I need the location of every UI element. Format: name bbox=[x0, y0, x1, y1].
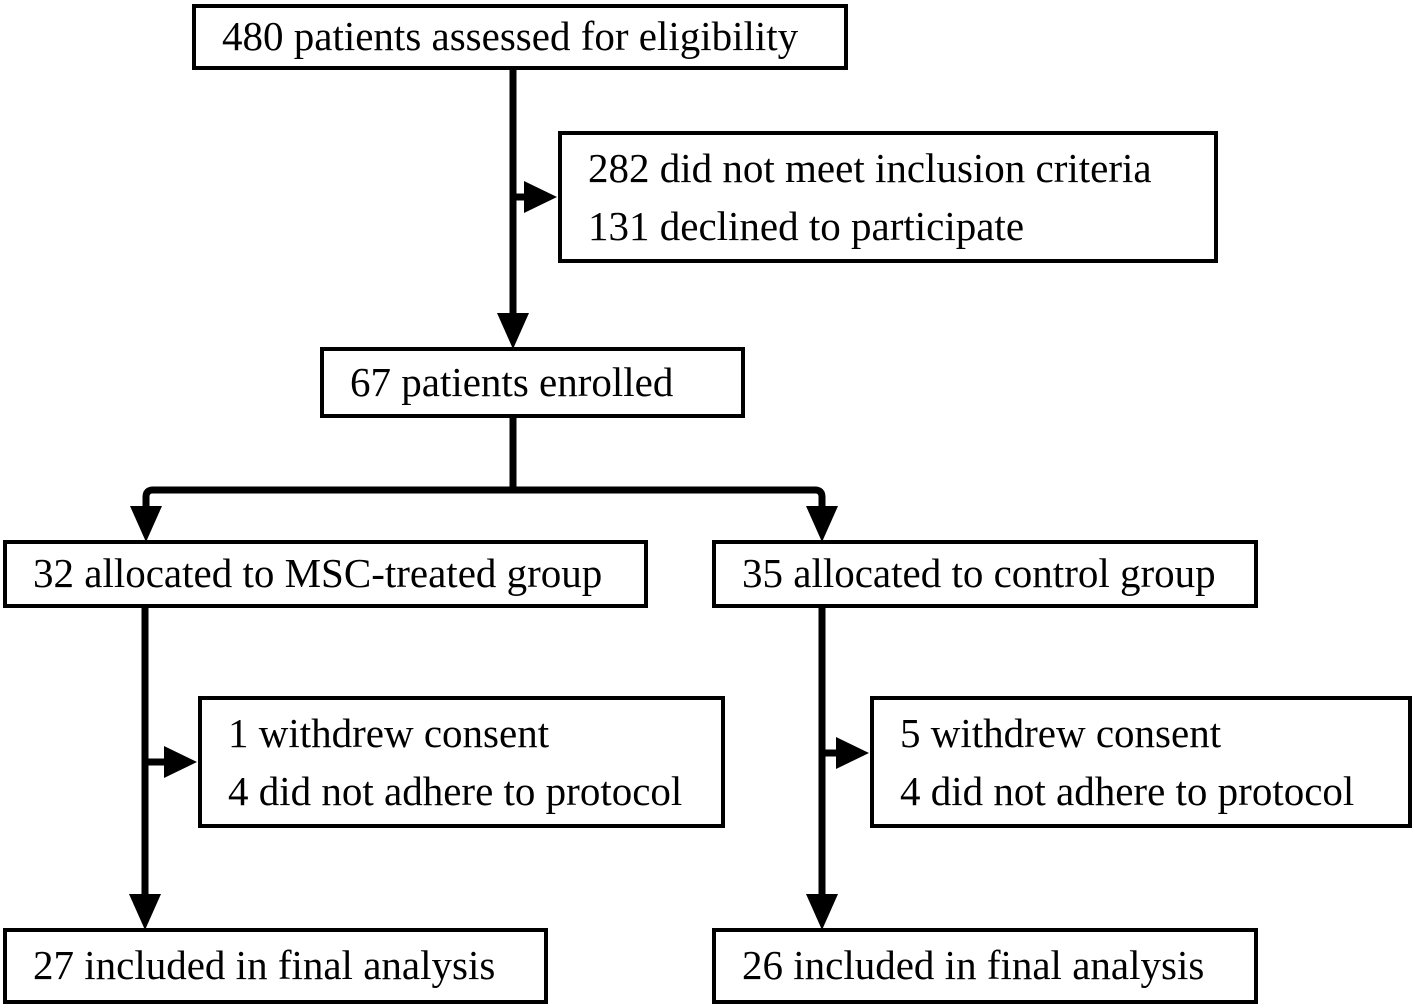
dropout-control-protocol-text: 4 did not adhere to protocol bbox=[900, 768, 1355, 814]
dropout-control-group-box: 5 withdrew consent 4 did not adhere to p… bbox=[870, 696, 1412, 828]
enrolled-text: 67 patients enrolled bbox=[350, 358, 674, 405]
excluded-criteria-text: 282 did not meet inclusion criteria bbox=[588, 144, 1152, 191]
final-analysis-msc-text: 27 included in final analysis bbox=[33, 942, 496, 989]
allocated-msc-group-box: 32 allocated to MSC-treated group bbox=[3, 540, 648, 608]
excluded-box: 282 did not meet inclusion criteria 131 … bbox=[558, 131, 1218, 263]
assessed-for-eligibility-text: 480 patients assessed for eligibility bbox=[222, 13, 799, 60]
final-analysis-msc-box: 27 included in final analysis bbox=[3, 928, 548, 1004]
connector-enrolled-split bbox=[130, 418, 838, 542]
assessed-for-eligibility-box: 480 patients assessed for eligibility bbox=[192, 4, 848, 70]
connector-control-allocation-to-analysis bbox=[806, 608, 838, 930]
dropout-msc-group-box: 1 withdrew consent 4 did not adhere to p… bbox=[198, 696, 725, 828]
dropout-msc-withdrew-text: 1 withdrew consent bbox=[228, 709, 550, 756]
dropout-control-withdrew-text: 5 withdrew consent bbox=[900, 709, 1222, 756]
excluded-declined-text: 131 declined to participate bbox=[588, 203, 1025, 249]
final-analysis-control-box: 26 included in final analysis bbox=[712, 928, 1258, 1004]
connector-control-to-dropout bbox=[822, 737, 869, 769]
connector-msc-allocation-to-analysis bbox=[129, 608, 161, 930]
dropout-msc-protocol-text: 4 did not adhere to protocol bbox=[228, 768, 683, 814]
allocated-control-group-box: 35 allocated to control group bbox=[712, 540, 1258, 608]
allocated-control-group-text: 35 allocated to control group bbox=[742, 550, 1216, 597]
enrolled-box: 67 patients enrolled bbox=[320, 347, 745, 418]
final-analysis-control-text: 26 included in final analysis bbox=[742, 942, 1205, 989]
connector-msc-to-dropout bbox=[145, 746, 197, 778]
allocated-msc-group-text: 32 allocated to MSC-treated group bbox=[33, 550, 603, 597]
connector-assessed-to-excluded bbox=[513, 181, 557, 213]
